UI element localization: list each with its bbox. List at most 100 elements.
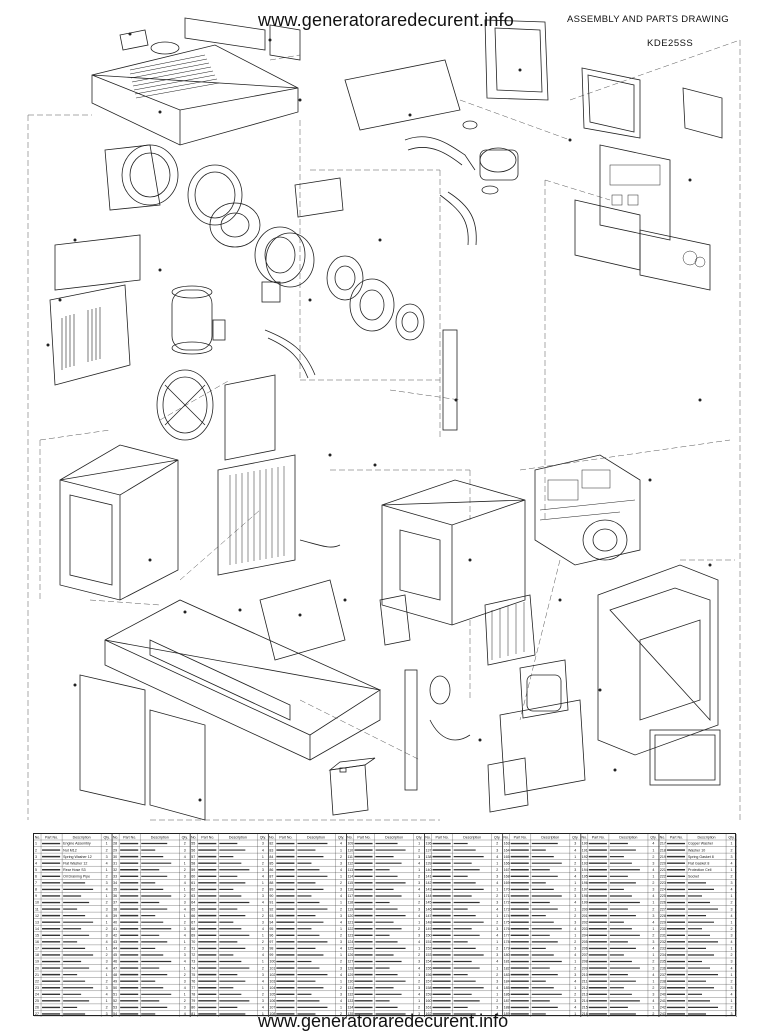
table-row-number: 95 xyxy=(269,927,273,931)
table-header-cell: No. xyxy=(35,835,41,839)
table-row-number: 127 xyxy=(347,960,353,964)
table-row-number: 119 xyxy=(347,907,353,911)
table-row-number: 197 xyxy=(582,888,588,892)
frame-left xyxy=(59,444,179,601)
table-qty-cell: 4 xyxy=(496,855,498,859)
table-qty-cell: 2 xyxy=(731,901,733,905)
table-qty-cell: 3 xyxy=(574,920,576,924)
table-qty-cell: 2 xyxy=(340,1012,342,1016)
table-qty-cell: 4 xyxy=(106,966,108,970)
table-header-cell: Qty. xyxy=(494,835,500,839)
table-row-number: 222 xyxy=(660,874,666,878)
table-qty-cell: 3 xyxy=(496,953,498,957)
table-qty-cell: 2 xyxy=(106,979,108,983)
table-row-number: 75 xyxy=(191,973,195,977)
table-row-number: 116 xyxy=(347,888,353,892)
table-qty-cell: 4 xyxy=(731,861,733,865)
table-row-number: 123 xyxy=(347,933,353,937)
table-row-number: 206 xyxy=(582,947,588,951)
table-qty-cell: 4 xyxy=(262,874,264,878)
table-row-number: 187 xyxy=(504,999,510,1003)
table-row-number: 149 xyxy=(426,927,432,931)
table-qty-cell: 1 xyxy=(496,914,498,918)
table-row-number: 164 xyxy=(504,848,510,852)
table-row-number: 53 xyxy=(113,1006,117,1010)
table-header-cell: Part No. xyxy=(45,835,58,839)
table-qty-cell: 4 xyxy=(418,888,420,892)
table-row-number: 217 xyxy=(660,842,666,846)
right-door-frame xyxy=(597,564,721,786)
table-row-number: 234 xyxy=(660,953,666,957)
table-qty-cell: 3 xyxy=(418,933,420,937)
table-qty-cell: 1 xyxy=(106,868,108,872)
table-qty-cell: 3 xyxy=(418,986,420,990)
table-qty-cell: 2 xyxy=(731,848,733,852)
table-qty-cell: 1 xyxy=(418,947,420,951)
table-row-number: 20 xyxy=(35,966,39,970)
table-qty-cell: 4 xyxy=(418,940,420,944)
table-qty-cell: 2 xyxy=(731,927,733,931)
table-row-number: 26 xyxy=(35,1006,39,1010)
table-qty-cell: 3 xyxy=(262,868,264,872)
table-qty-cell: 3 xyxy=(574,894,576,898)
table-row-number: 10 xyxy=(35,901,39,905)
table-row-number: 146 xyxy=(426,907,432,911)
table-qty-cell: 4 xyxy=(418,992,420,996)
table-header-cell: No. xyxy=(503,835,509,839)
table-row-number: 30 xyxy=(113,855,117,859)
table-row-number: 15 xyxy=(35,933,39,937)
table-qty-cell: 2 xyxy=(262,888,264,892)
table-header-cell: Qty. xyxy=(103,835,109,839)
table-header-cell: Description xyxy=(229,835,247,839)
table-row-number: 83 xyxy=(269,848,273,852)
table-row-number: 185 xyxy=(504,986,510,990)
table-row-number: 226 xyxy=(660,901,666,905)
table-row-number: 100 xyxy=(269,960,275,964)
table-row-number: 86 xyxy=(269,868,273,872)
lifting-bracket xyxy=(184,17,301,61)
table-header-cell: Part No. xyxy=(514,835,527,839)
table-row-number: 152 xyxy=(426,947,432,951)
table-qty-cell: 1 xyxy=(652,979,654,983)
table-row-number: 233 xyxy=(660,947,666,951)
table-row-number: 18 xyxy=(35,953,39,957)
table-header-cell: Description xyxy=(541,835,559,839)
table-qty-cell: 4 xyxy=(496,960,498,964)
table-qty-cell: 1 xyxy=(262,986,264,990)
table-qty-cell: 2 xyxy=(340,881,342,885)
table-row-number: 195 xyxy=(582,874,588,878)
table-row-number: 229 xyxy=(660,920,666,924)
table-row-number: 34 xyxy=(113,881,117,885)
table-header-cell: Part No. xyxy=(592,835,605,839)
table-qty-cell: 1 xyxy=(731,920,733,924)
table-row-number: 125 xyxy=(347,947,353,951)
table-qty-cell: 3 xyxy=(731,933,733,937)
table-row-number: 47 xyxy=(113,966,117,970)
table-qty-cell: 1 xyxy=(574,881,576,885)
table-row-number: 89 xyxy=(269,888,273,892)
table-header-cell: Description xyxy=(151,835,169,839)
table-qty-cell: 4 xyxy=(262,901,264,905)
table-qty-cell: 4 xyxy=(418,914,420,918)
table-row-number: 105 xyxy=(269,992,275,996)
table-qty-cell: 3 xyxy=(652,888,654,892)
table-qty-cell: 2 xyxy=(652,960,654,964)
table-row-number: 62 xyxy=(191,888,195,892)
table-row-number: 39 xyxy=(113,914,117,918)
table-qty-cell: 3 xyxy=(340,966,342,970)
table-qty-cell: 4 xyxy=(652,920,654,924)
table-row-number: 96 xyxy=(269,933,273,937)
table-row-number: 209 xyxy=(582,966,588,970)
table-qty-cell: 2 xyxy=(418,979,420,983)
table-qty-cell: 1 xyxy=(574,986,576,990)
table-qty-cell: 1 xyxy=(262,1012,264,1016)
table-row-number: 107 xyxy=(269,1006,275,1010)
table-qty-cell: 4 xyxy=(731,940,733,944)
table-row-number: 85 xyxy=(269,861,273,865)
table-row-number: 54 xyxy=(113,1012,117,1016)
table-row-number: 177 xyxy=(504,933,510,937)
table-row-number: 139 xyxy=(426,861,432,865)
table-row-number: 113 xyxy=(347,868,353,872)
table-qty-cell: 2 xyxy=(652,907,654,911)
table-row-number: 56 xyxy=(191,848,195,852)
